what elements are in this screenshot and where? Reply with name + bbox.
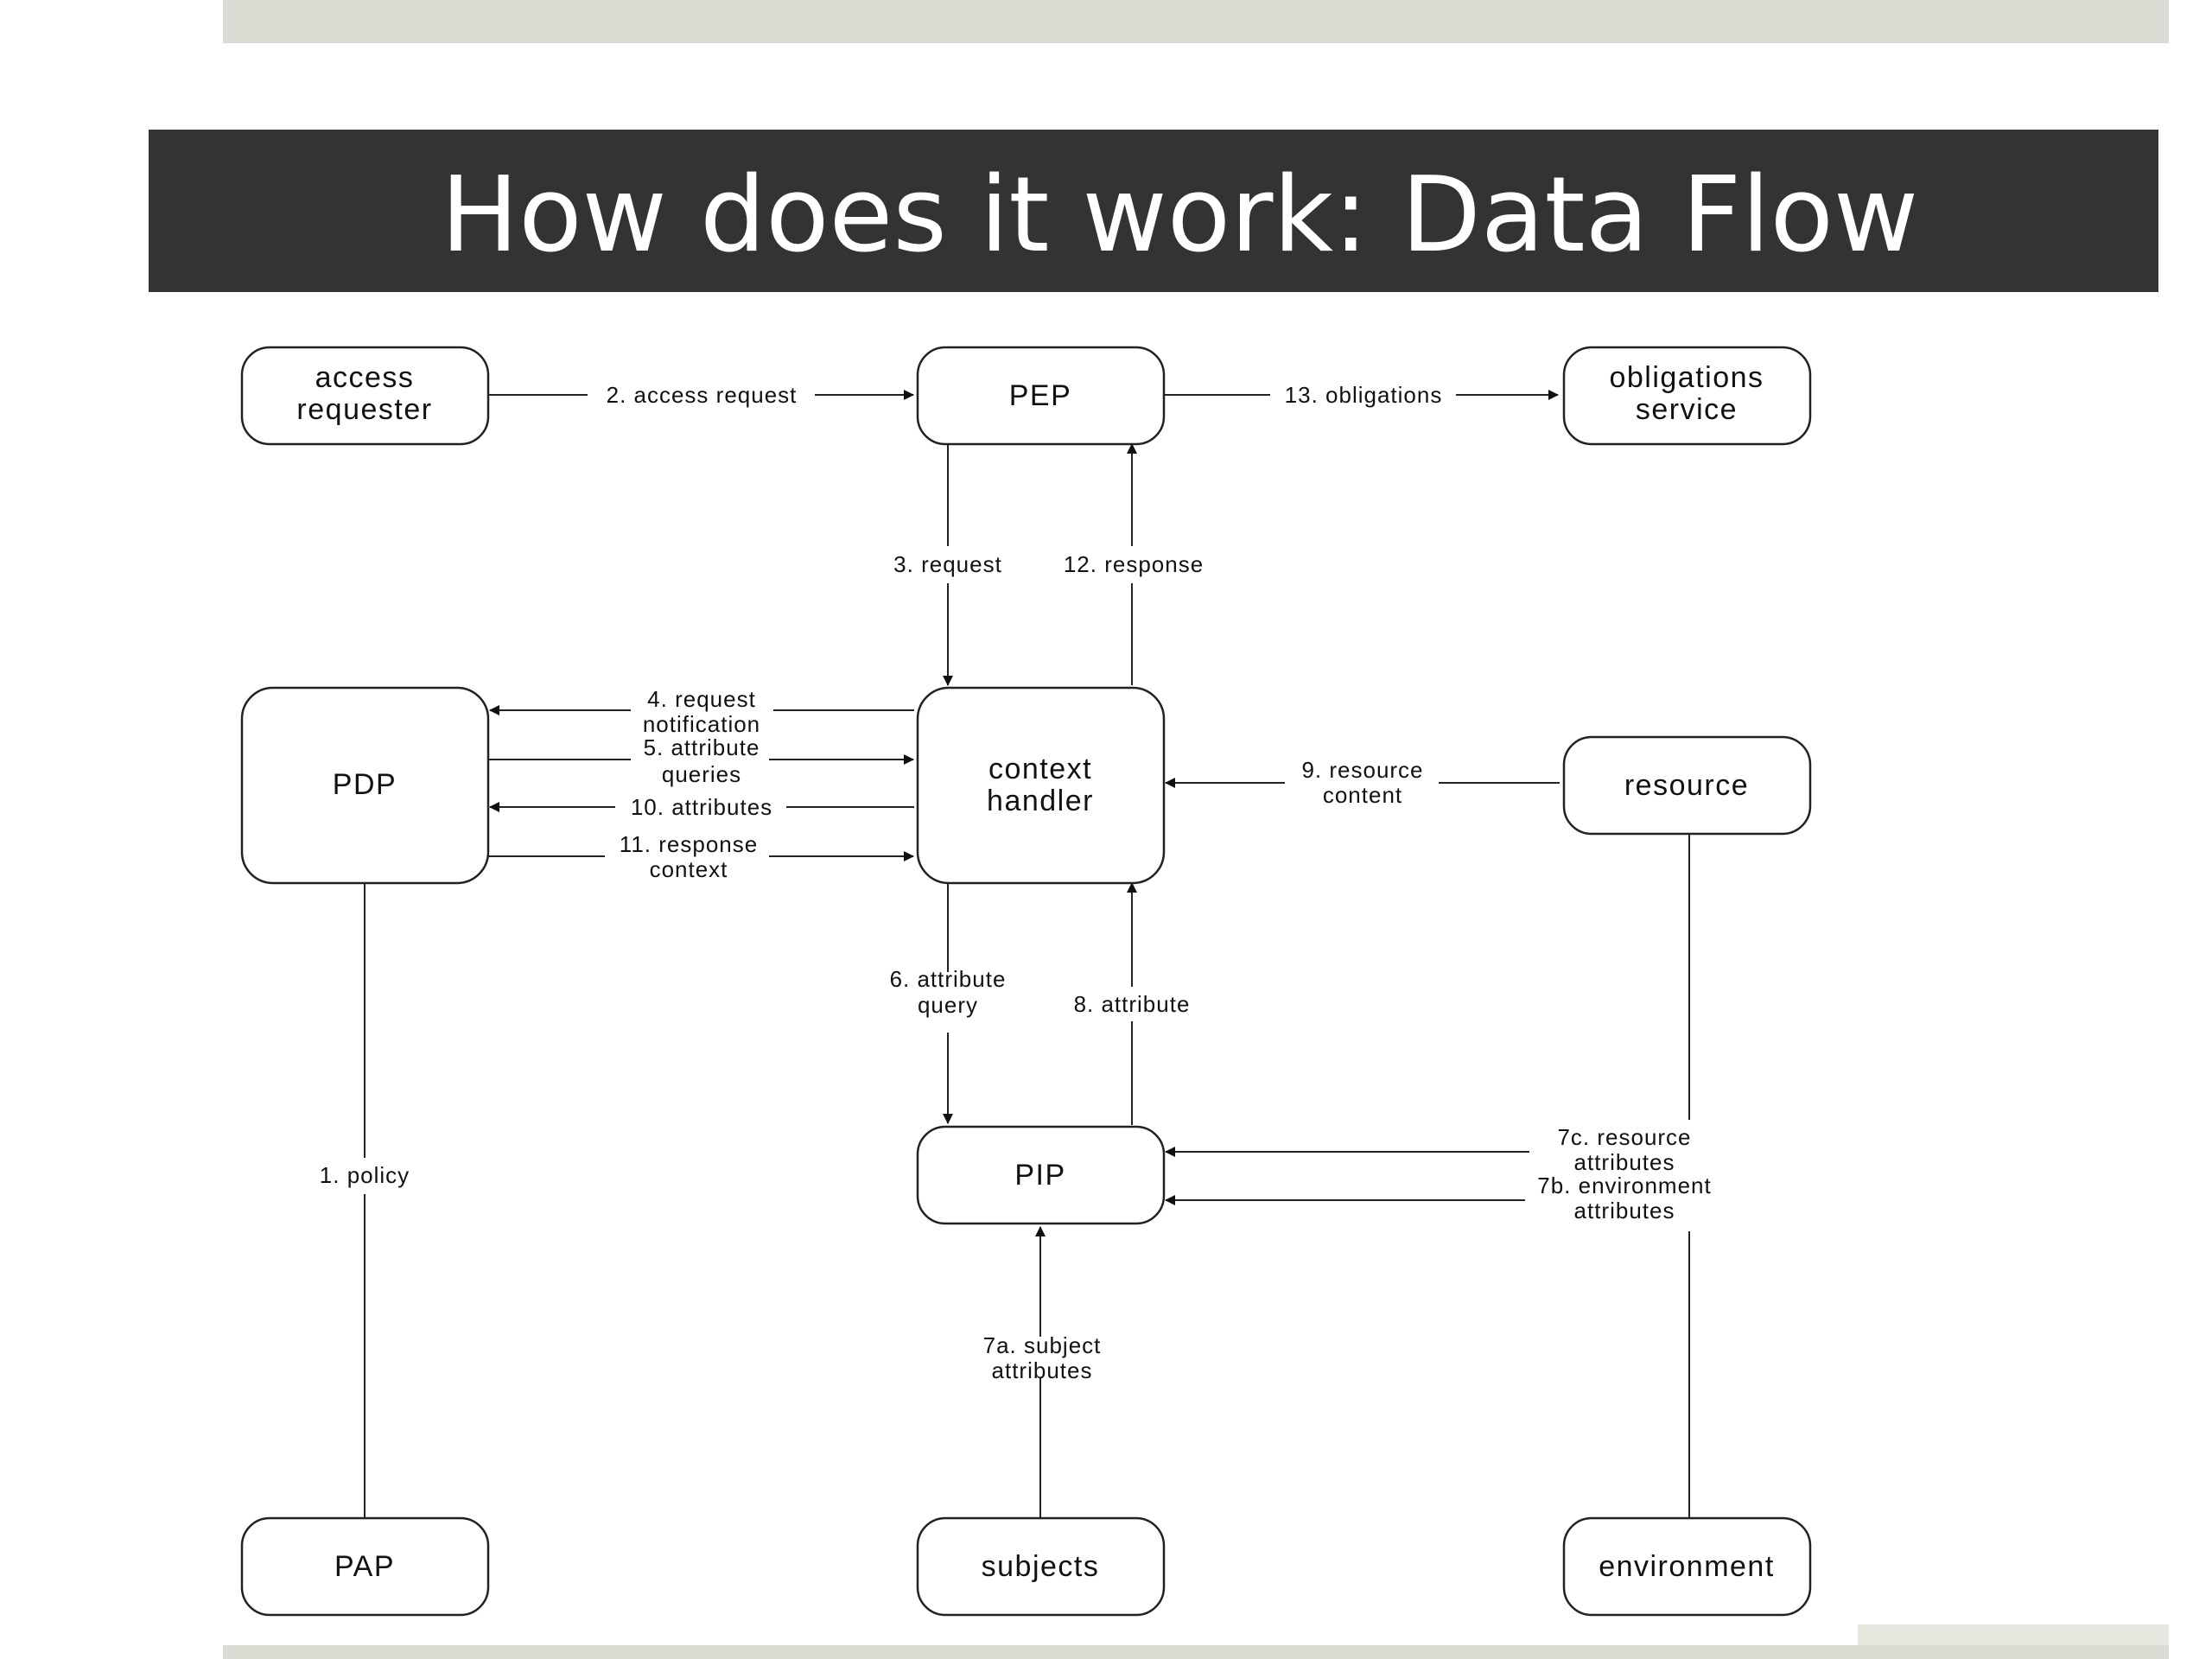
- edge-label-attribute-queries-line-2: queries: [662, 761, 741, 787]
- node-box-obligations-service: [1562, 346, 1812, 446]
- node-pep: PEP: [1009, 379, 1072, 412]
- edge-label-request-line-1: 3. request: [893, 551, 1002, 577]
- node-access-requester-line-2: requester: [296, 393, 432, 426]
- top-band: [223, 0, 2169, 43]
- edge-label-access-request-line-1: 2. access request: [607, 382, 798, 408]
- node-pdp: PDP: [333, 768, 397, 801]
- node-pap: PAP: [334, 1550, 395, 1583]
- edge-label-response-context-line-2: context: [650, 856, 728, 882]
- node-obligations-service-line-1: obligations: [1609, 361, 1764, 394]
- node-subjects-line-1: subjects: [982, 1550, 1100, 1583]
- node-resource: resource: [1624, 769, 1749, 802]
- slide-title: How does it work: Data Flow: [441, 156, 1919, 276]
- node-pdp-line-1: PDP: [333, 768, 397, 801]
- edge-label-request-notification-line-2: notification: [643, 711, 760, 737]
- node-access-requester-line-1: access: [315, 361, 415, 394]
- node-resource-line-1: resource: [1624, 769, 1749, 802]
- node-box-access-requester: [240, 346, 490, 446]
- node-box-pep: [916, 346, 1166, 446]
- title-bar: [149, 130, 2158, 292]
- node-pap-line-1: PAP: [334, 1550, 395, 1583]
- edge-label-response: 12. response: [1064, 551, 1204, 577]
- node-box-environment: [1562, 1516, 1812, 1617]
- edge-label-obligations: 13. obligations: [1285, 382, 1443, 408]
- node-box-subjects: [916, 1516, 1166, 1617]
- edge-label-attribute-query-line-1: 6. attribute: [890, 966, 1007, 992]
- edge-label-attributes-line-1: 10. attributes: [631, 794, 772, 820]
- node-environment-line-1: environment: [1599, 1550, 1775, 1583]
- edge-label-attributes: 10. attributes: [631, 794, 772, 820]
- edge-label-attribute: 8. attribute: [1074, 991, 1191, 1017]
- node-box-context-handler: [916, 686, 1166, 885]
- node-box-pdp: [240, 686, 490, 885]
- edge-label-obligations-line-1: 13. obligations: [1285, 382, 1443, 408]
- edge-label-response-line-1: 12. response: [1064, 551, 1204, 577]
- edge-label-subject-attributes-line-2: attributes: [992, 1357, 1093, 1383]
- edge-label-resource-attributes-line-2: attributes: [1574, 1149, 1675, 1175]
- edge-label-policy-line-1: 1. policy: [320, 1162, 410, 1188]
- edge-label-policy: 1. policy: [320, 1162, 410, 1188]
- node-environment: environment: [1599, 1550, 1775, 1583]
- node-box-pip: [916, 1125, 1166, 1225]
- edge-label-attribute-queries-line-1: 5. attribute: [644, 734, 760, 760]
- edge-label-attribute-line-1: 8. attribute: [1074, 991, 1191, 1017]
- node-pep-line-1: PEP: [1009, 379, 1072, 412]
- edge-label-attribute-query-line-2: query: [918, 992, 978, 1018]
- edge-lines: [364, 390, 1690, 1518]
- edge-label-response-context-line-1: 11. response: [620, 831, 758, 857]
- node-box-pap: [240, 1516, 490, 1617]
- node-context-handler-line-1: context: [988, 753, 1092, 785]
- edge-label-resource-attributes-line-1: 7c. resource: [1557, 1124, 1691, 1150]
- edge-label-resource-content-line-2: content: [1323, 782, 1402, 808]
- edge-label-resource-content-line-1: 9. resource: [1301, 757, 1423, 783]
- edge-labels: 2. access request 13. obligations 3. req…: [320, 382, 1711, 1383]
- edge-label-request-notification-line-1: 4. request: [647, 686, 756, 712]
- edge-label-subject-attributes-line-1: 7a. subject: [983, 1332, 1102, 1358]
- node-pip: PIP: [1014, 1159, 1065, 1192]
- bottom-band: [223, 1645, 2169, 1659]
- edge-label-environment-attributes-line-2: attributes: [1574, 1198, 1675, 1224]
- node-subjects: subjects: [982, 1550, 1100, 1583]
- edge-label-environment-attributes-line-1: 7b. environment: [1537, 1173, 1711, 1198]
- node-obligations-service-line-2: service: [1636, 393, 1738, 426]
- edge-label-access-request: 2. access request: [607, 382, 798, 408]
- node-context-handler-line-2: handler: [987, 785, 1094, 817]
- edge-label-request: 3. request: [893, 551, 1002, 577]
- node-pip-line-1: PIP: [1014, 1159, 1065, 1192]
- node-box-resource: [1562, 735, 1812, 836]
